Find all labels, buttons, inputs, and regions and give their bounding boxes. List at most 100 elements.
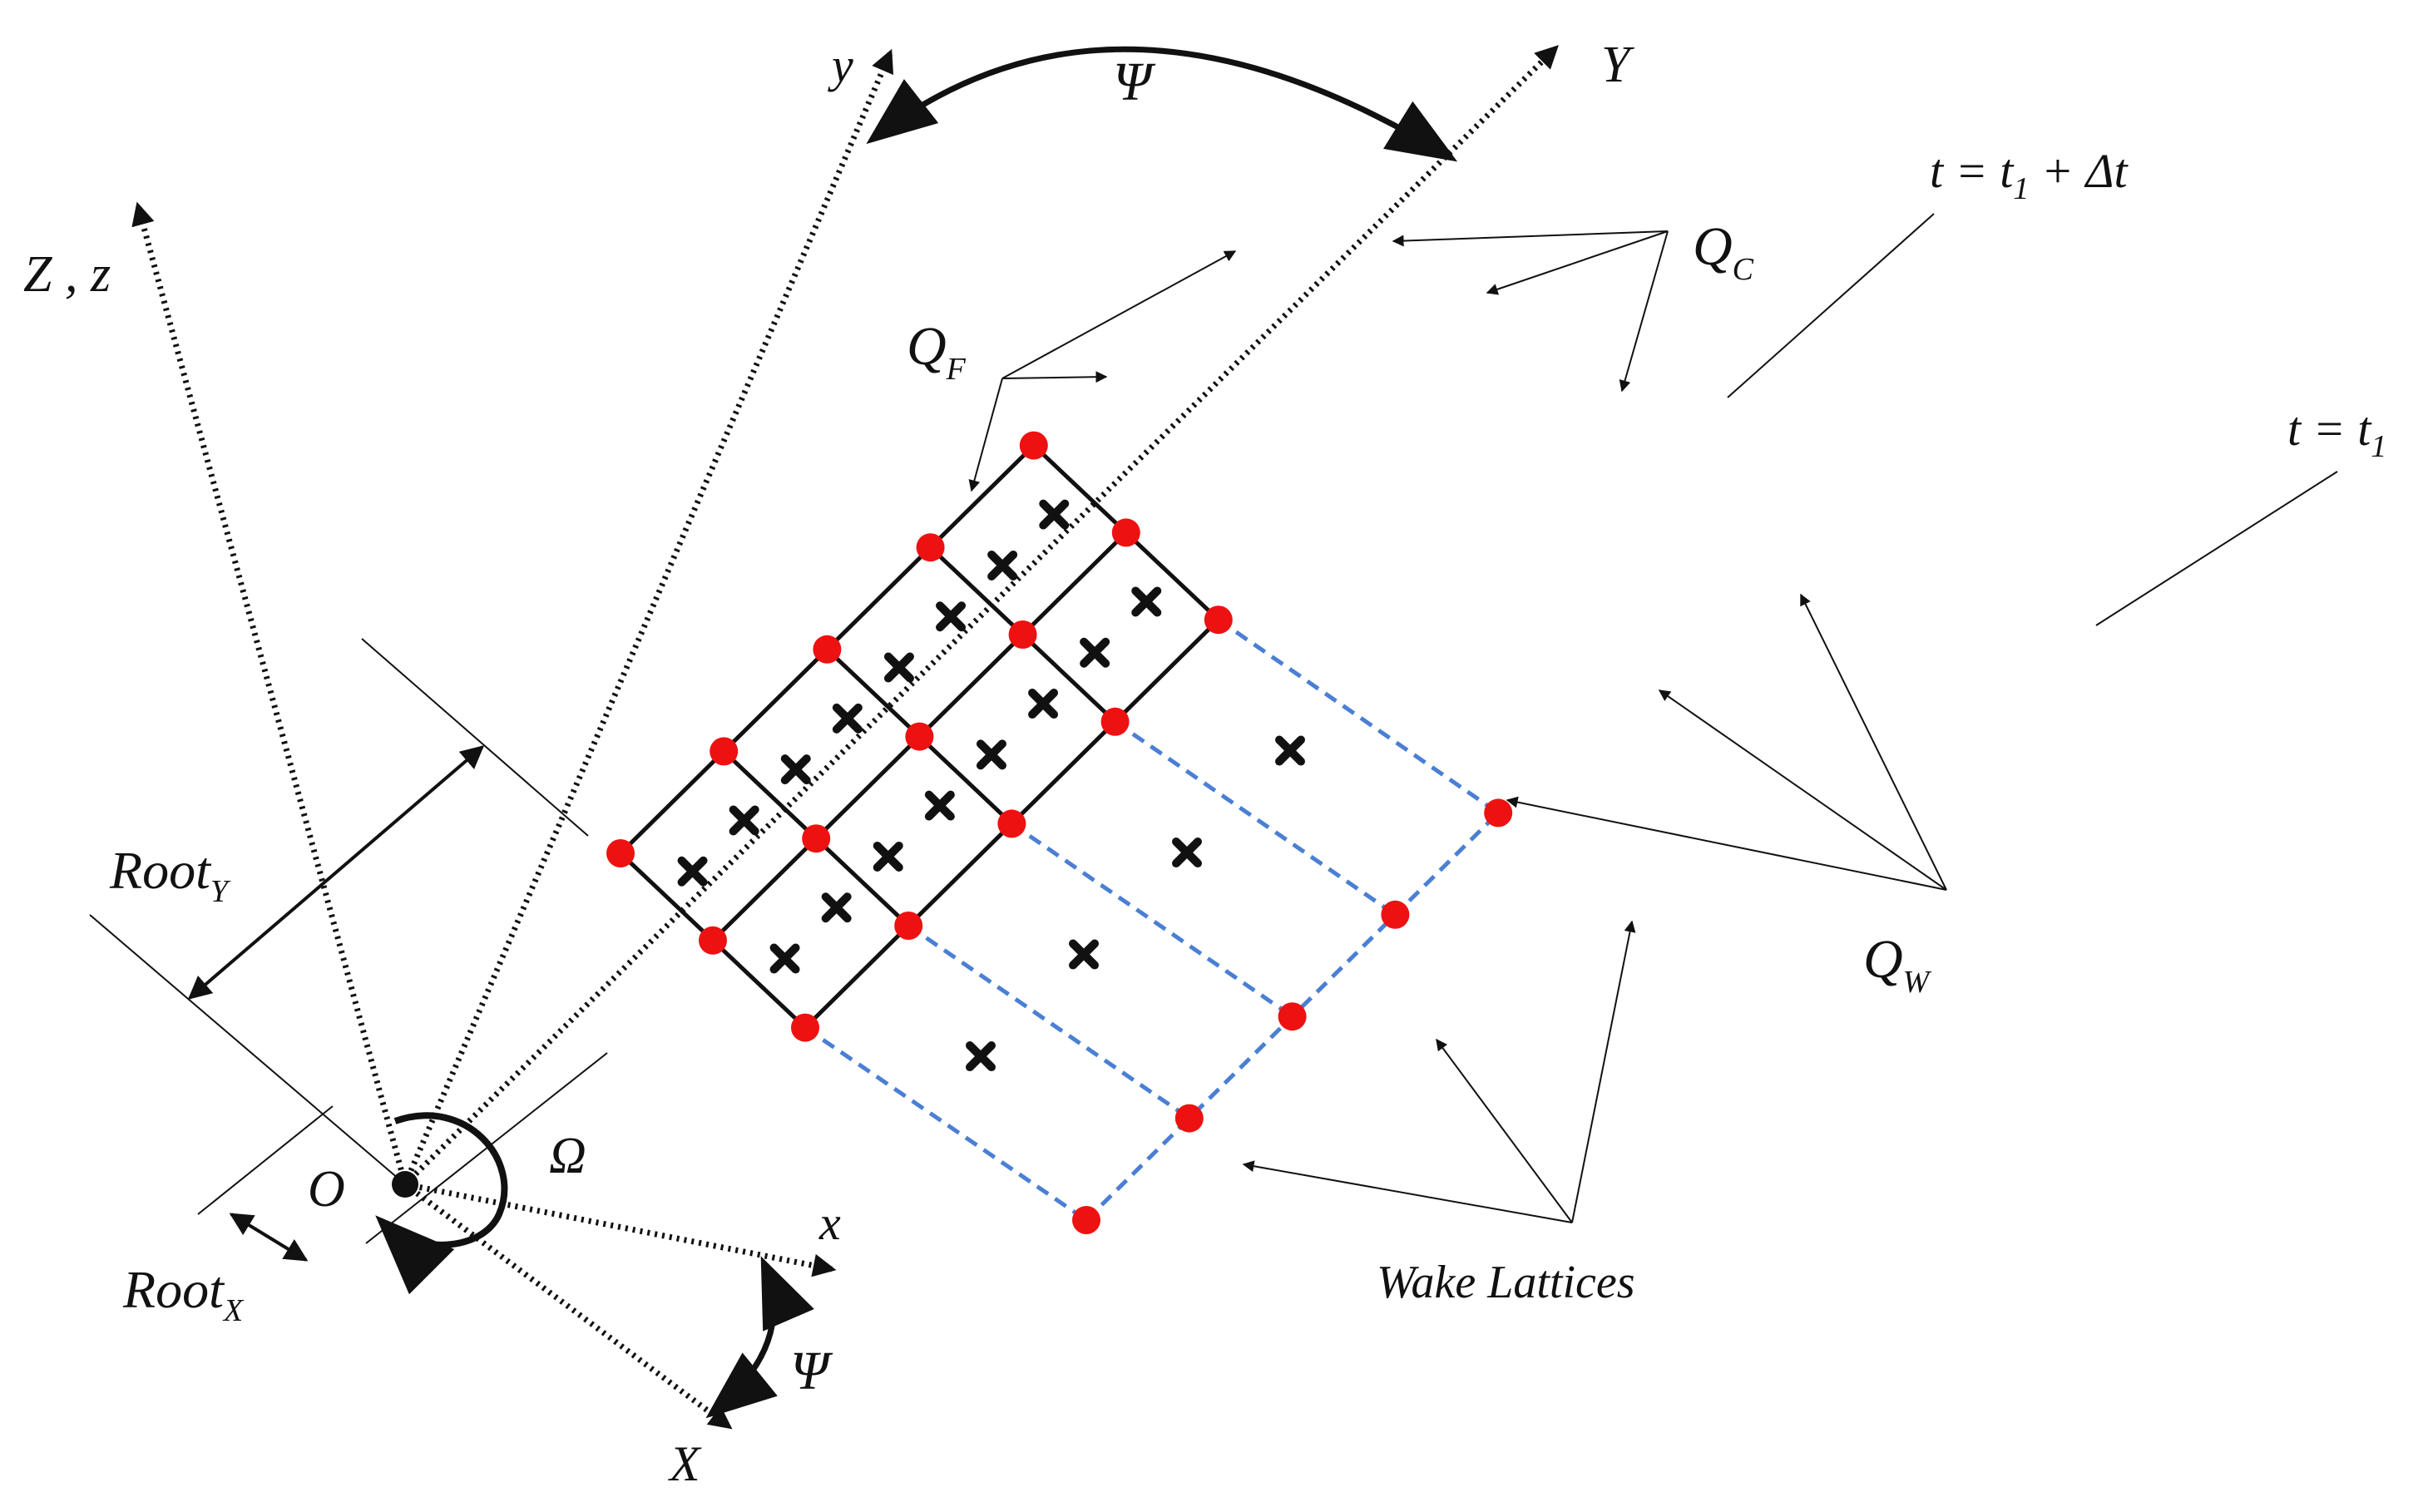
wake-streamwise-line: [1114, 719, 1397, 917]
lattice-node-icon: [1278, 1002, 1307, 1031]
root-y-label: RootY: [109, 841, 231, 909]
lattice-node-icon: [1204, 605, 1233, 635]
qw-arrow: [1506, 796, 1947, 891]
lattice-node-icon: [1174, 1104, 1204, 1133]
axis-x-small-label: x: [818, 1196, 841, 1250]
axis-Y-label: Y: [1601, 37, 1634, 93]
lattice-node-icon: [802, 824, 831, 853]
time-bottom-leader: [2095, 471, 2338, 626]
qw-arrow: [1800, 593, 1947, 891]
lattice-node-icon: [710, 737, 739, 766]
annotation-arrows: [968, 230, 1947, 1223]
wake-streamwise-line: [1010, 822, 1294, 1019]
axis-Zz-label: Z , z: [23, 246, 111, 303]
origin-label: O: [308, 1161, 345, 1218]
x-stroke: [924, 790, 955, 821]
omega-rotation-icon: [375, 1112, 508, 1295]
x-stroke: [1131, 586, 1162, 617]
lattice-node-icon: [699, 926, 727, 955]
lattice-node-icon: [606, 839, 635, 867]
x-stroke: [1275, 735, 1305, 766]
control-point-icon: [780, 754, 811, 785]
x-stroke: [677, 856, 708, 887]
wake-arrow: [1242, 1160, 1573, 1223]
x-stroke: [780, 754, 811, 785]
root-ext-left: [197, 1105, 334, 1215]
control-point-icon: [832, 703, 863, 734]
origin-point: [392, 1171, 418, 1198]
control-point-icon: [924, 790, 955, 821]
lattice-node-icon: [1072, 1206, 1100, 1234]
x-stroke: [1028, 689, 1059, 719]
x-stroke: [987, 550, 1018, 581]
x-stroke: [966, 1041, 996, 1072]
control-point-icon: [1039, 499, 1070, 530]
lattice-node-icon: [791, 1013, 819, 1042]
qw-arrow: [1658, 689, 1947, 891]
qf-label: QF: [907, 316, 967, 387]
time-bottom-label: t = t1: [2287, 402, 2386, 464]
x-stroke: [936, 601, 967, 632]
control-point-icon: [729, 805, 759, 836]
control-point-icon: [976, 739, 1006, 770]
root-y-dimension-arrow: [187, 745, 485, 1000]
control-point-icon: [1028, 689, 1059, 719]
lattice-node-icon: [916, 533, 945, 562]
lattice-node-icon: [1019, 431, 1048, 460]
qc-arrow: [1619, 230, 1669, 393]
wake-streamwise-line: [907, 923, 1191, 1120]
qf-arrow: [1001, 250, 1237, 379]
x-stroke: [883, 652, 914, 683]
wake-arrow: [1571, 920, 1636, 1223]
qf-arrow: [1001, 371, 1108, 383]
axis-x-small-line: [404, 1181, 837, 1277]
wake-streamwise-line: [1217, 618, 1500, 815]
root-ext-lower: [89, 914, 406, 1185]
control-point-icon: [873, 841, 903, 872]
qc-label: QC: [1693, 216, 1754, 287]
lattice-node-icon: [1008, 620, 1037, 649]
control-point-icon: [677, 856, 708, 887]
lattice-node-icon: [813, 635, 842, 664]
x-stroke: [1172, 838, 1202, 868]
axis-Zz-line: [131, 201, 408, 1185]
lattice-node-icon: [1111, 518, 1140, 547]
x-stroke: [832, 703, 863, 734]
wake-point-icon: [1275, 735, 1305, 766]
psi-top-label: Ψ: [1113, 52, 1156, 112]
root-ext-right: [365, 1052, 608, 1244]
axis-X-line: [403, 1182, 733, 1430]
x-stroke: [821, 892, 852, 923]
lattice-node-icon: [1484, 798, 1513, 828]
x-stroke: [873, 841, 903, 872]
wake-arrow: [1436, 1038, 1573, 1223]
axis-X-label: X: [668, 1436, 702, 1491]
root-x-label: RootX: [122, 1260, 245, 1328]
qc-arrow: [1392, 230, 1669, 247]
time-leaders: [1727, 213, 2338, 626]
lattice-node-icon: [905, 722, 934, 751]
qc-arrow: [1486, 230, 1669, 295]
wake-point-icon: [966, 1041, 996, 1072]
time-top-leader: [1727, 213, 1935, 398]
x-stroke: [1039, 499, 1070, 530]
wake-streamwise-line: [804, 1025, 1088, 1223]
wake-point-icon: [1172, 838, 1202, 868]
control-point-icon: [1080, 637, 1110, 668]
lattice-node-icon: [1100, 707, 1130, 736]
psi-bottom-arc-icon: [705, 1256, 814, 1419]
axis-Y-line: [403, 45, 1559, 1187]
control-point-icon: [987, 550, 1018, 581]
lattice-node-icon: [1381, 900, 1410, 929]
control-point-icon: [769, 943, 800, 974]
x-stroke: [976, 739, 1006, 770]
psi-top-arc-icon: [866, 46, 1458, 162]
control-point-icon: [821, 892, 852, 923]
axis-y-small-line: [402, 48, 894, 1186]
qf-arrow: [968, 378, 1003, 492]
omega-label: Ω: [549, 1128, 586, 1184]
rotation-symbols: [375, 46, 1458, 1419]
root-ext-upper: [361, 638, 589, 837]
control-point-icon: [883, 652, 914, 683]
